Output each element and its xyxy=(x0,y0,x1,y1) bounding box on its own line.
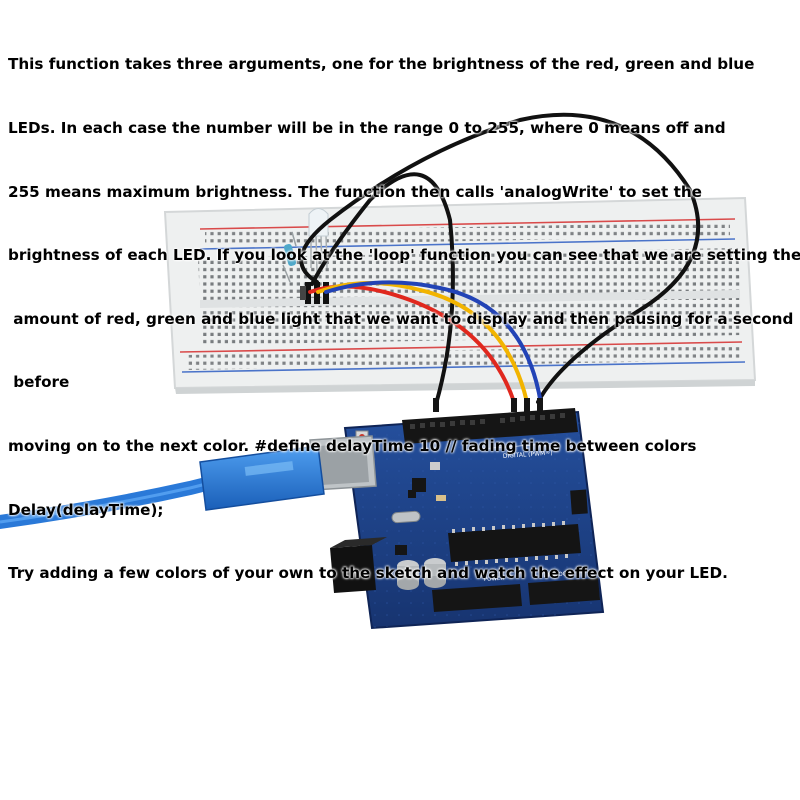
crystal xyxy=(391,510,421,524)
caption-line: LEDs. In each case the number will be in… xyxy=(8,119,726,137)
jumper-wires xyxy=(299,112,701,412)
top-rail-red xyxy=(199,218,736,230)
digital-pwm-label: DIGITAL (PWM~) xyxy=(503,450,553,460)
wire-black-to-gnd xyxy=(310,172,455,406)
analog-in-label: ANALOG IN xyxy=(544,571,575,579)
rgb-led xyxy=(308,208,329,237)
caption-line: brightness of each LED. If you look at t… xyxy=(8,246,800,265)
usb-plug xyxy=(199,445,325,511)
caption-line: 255 means maximum brightness. The functi… xyxy=(8,182,702,201)
dc-power-jack xyxy=(330,545,376,593)
caption-line: amount of red, green and blue light that… xyxy=(8,309,794,328)
microcontroller-chip xyxy=(448,524,581,562)
caption-line: Delay(delayTime); xyxy=(8,500,164,519)
bottom-rail-blue xyxy=(181,361,746,373)
caption-line: Try adding a few colors of your own to t… xyxy=(8,564,728,583)
bottom-rail-red xyxy=(179,341,743,353)
caption-line: moving on to the next color. #define del… xyxy=(8,436,697,455)
breadboard xyxy=(163,196,757,394)
usb-cable xyxy=(0,445,325,529)
capacitors xyxy=(397,558,446,590)
icsp-header xyxy=(570,489,588,515)
wire-black-long xyxy=(299,112,701,404)
caption-line: This function takes three arguments, one… xyxy=(8,55,755,74)
breadboard-edge xyxy=(175,380,755,394)
analog-header xyxy=(528,578,600,605)
caption-line: before xyxy=(8,373,70,392)
resistor xyxy=(283,244,297,266)
wire-blue xyxy=(324,280,543,406)
bottom-rail-holes xyxy=(185,345,742,370)
power-header xyxy=(432,584,522,612)
caption-text: This function takes three arguments, one… xyxy=(8,12,800,627)
top-rail-holes xyxy=(205,222,730,246)
power-label: POWER xyxy=(484,576,505,583)
arduino-uno-board: DIGITAL (PWM~) xyxy=(309,408,605,630)
